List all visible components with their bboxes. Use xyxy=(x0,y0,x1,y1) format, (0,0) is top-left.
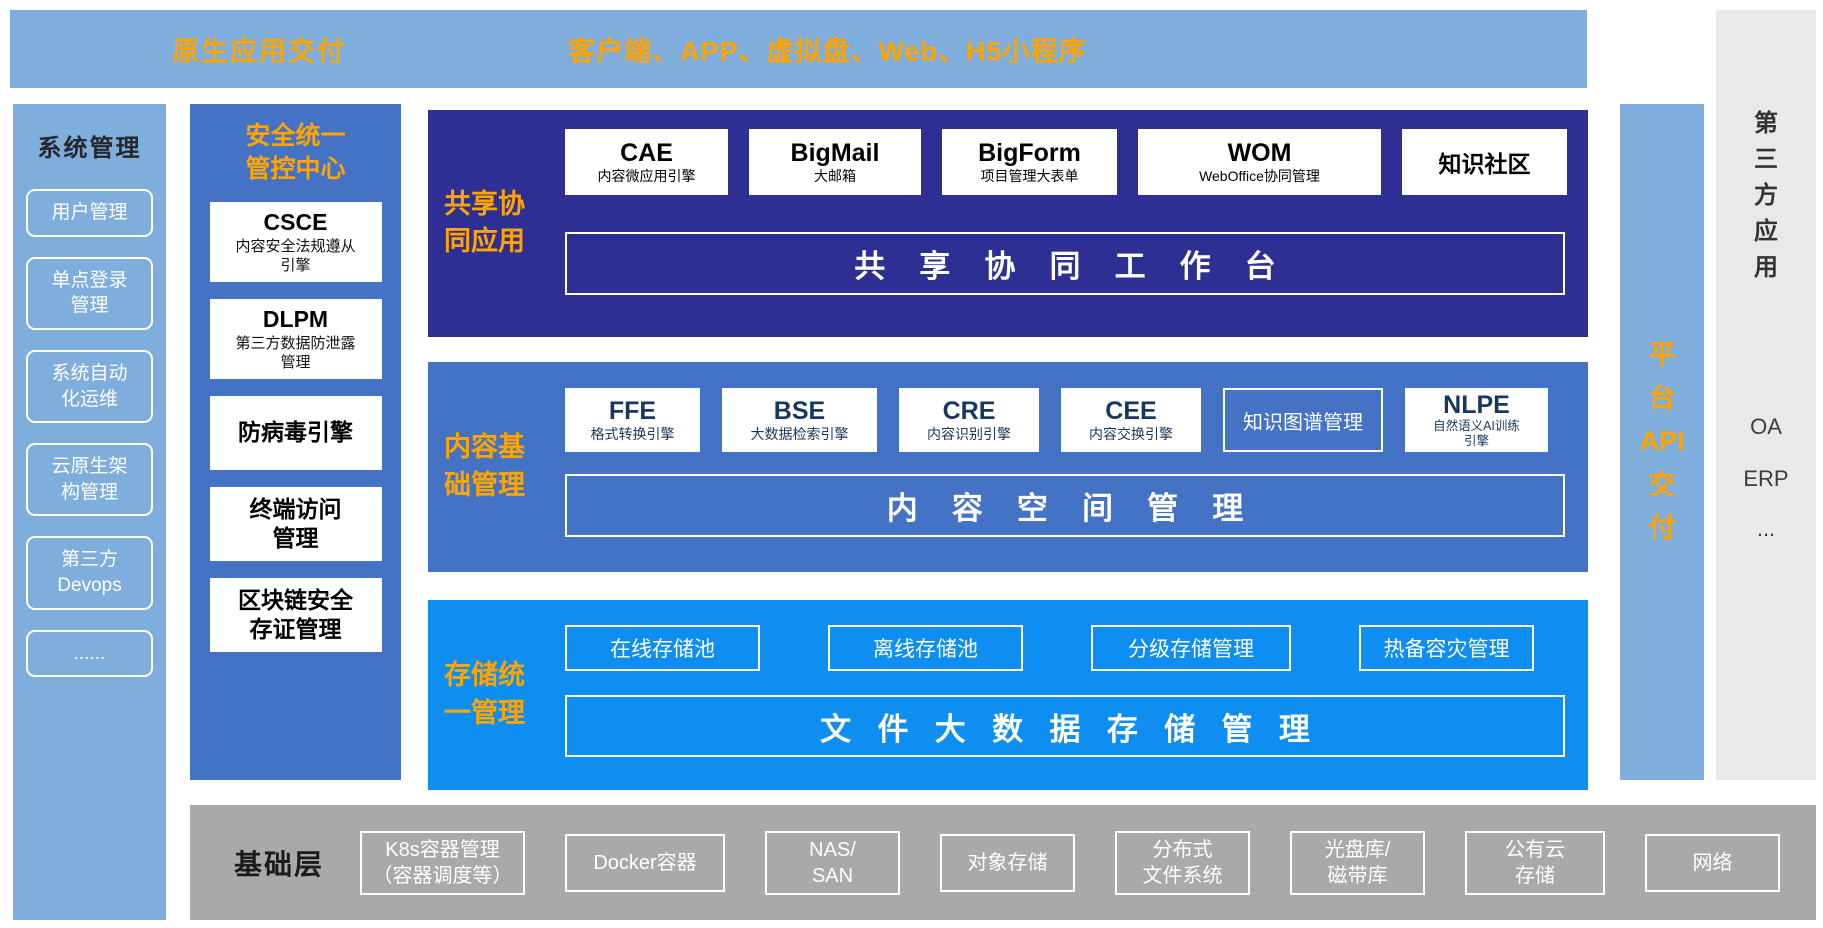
storage-section: 存储统 一管理 在线存储池 离线存储池 分级存储管理 热备容灾管理 文件大数据存… xyxy=(428,600,1588,790)
security-box-antivirus-engine: 防病毒引擎 xyxy=(209,395,382,470)
content-space-bar: 内容空间管理 xyxy=(565,474,1565,537)
app-box-ffe: FFE 格式转换引擎 xyxy=(565,388,700,452)
content-section-label: 内容基 础管理 xyxy=(444,432,525,500)
app-box-title: CEE xyxy=(1105,397,1157,426)
app-box-title: FFE xyxy=(608,397,657,426)
app-box-bigform: BigForm 项目管理大表单 xyxy=(942,129,1117,195)
sidebar-item-cloud-native-arch: 云原生架 构管理 xyxy=(26,443,153,517)
storage-box-hot-backup-dr: 热备容灾管理 xyxy=(1359,625,1534,671)
sidebar-item-user-management: 用户管理 xyxy=(26,189,153,237)
infrastructure-box-row: K8s容器管理 （容器调度等） Docker容器 NAS/ SAN 对象存储 分… xyxy=(360,830,1780,895)
app-box-knowledge-community: 知识社区 xyxy=(1402,129,1567,195)
app-box-subtitle: 项目管理大表单 xyxy=(980,167,1079,184)
sidebar-item-sso-management: 单点登录 管理 xyxy=(26,256,153,330)
security-center-title: 安全统一 管控中心 xyxy=(245,122,346,183)
infra-box-k8s: K8s容器管理 （容器调度等） xyxy=(360,830,525,895)
security-box-title: 区块链安全 存证管理 xyxy=(238,586,353,642)
app-box-bse: BSE 大数据检索引擎 xyxy=(722,388,877,452)
infra-box-public-cloud: 公有云 存储 xyxy=(1465,830,1605,895)
infra-box-object-storage: 对象存储 xyxy=(940,833,1075,892)
security-box-csce: CSCE 内容安全法规遵从 引擎 xyxy=(209,202,382,282)
platform-api-label: 平 台 API 交 付 xyxy=(1639,340,1685,543)
storage-box-offline-pool: 离线存储池 xyxy=(828,625,1023,671)
content-box-row: FFE 格式转换引擎 BSE 大数据检索引擎 CRE 内容识别引擎 CEE 内容… xyxy=(565,388,1548,452)
storage-section-label: 存储统 一管理 xyxy=(444,660,525,728)
app-box-subtitle: 大邮箱 xyxy=(814,167,856,184)
infrastructure-layer-bar: 基础层 K8s容器管理 （容器调度等） Docker容器 NAS/ SAN 对象… xyxy=(190,805,1816,920)
app-box-title: CAE xyxy=(620,139,673,168)
security-box-blockchain-evidence: 区块链安全 存证管理 xyxy=(209,577,382,652)
third-party-apps-panel: 第 三 方 应 用 OA ERP ... xyxy=(1716,10,1816,780)
app-box-subtitle: WebOffice协同管理 xyxy=(1199,167,1320,184)
storage-box-row: 在线存储池 离线存储池 分级存储管理 热备容灾管理 xyxy=(565,625,1534,671)
app-box-cee: CEE 内容交换引擎 xyxy=(1061,388,1201,452)
app-box-knowledge-graph: 知识图谱管理 xyxy=(1223,388,1383,452)
app-box-subtitle: 内容识别引擎 xyxy=(927,425,1011,442)
security-box-subtitle: 内容安全法规遵从 引擎 xyxy=(235,237,356,275)
collab-apps-section: 共享协 同应用 CAE 内容微应用引擎 BigMail 大邮箱 BigForm … xyxy=(428,110,1588,337)
infra-box-docker: Docker容器 xyxy=(565,833,725,892)
app-box-cae: CAE 内容微应用引擎 xyxy=(565,129,728,195)
third-party-item-more: ... xyxy=(1756,516,1776,541)
app-box-cre: CRE 内容识别引擎 xyxy=(899,388,1039,452)
app-box-title: BigForm xyxy=(978,139,1081,168)
security-box-subtitle: 第三方数据防泄露 管理 xyxy=(235,334,356,372)
collab-box-row: CAE 内容微应用引擎 BigMail 大邮箱 BigForm 项目管理大表单 … xyxy=(565,129,1567,195)
security-box-title: 终端访问 管理 xyxy=(249,495,342,551)
app-box-title: NLPE xyxy=(1443,390,1510,419)
file-bigdata-storage-bar: 文件大数据存储管理 xyxy=(565,695,1565,757)
infra-box-optical-tape: 光盘库/ 磁带库 xyxy=(1290,830,1425,895)
app-box-title: CRE xyxy=(942,397,996,426)
security-control-center-panel: 安全统一 管控中心 CSCE 内容安全法规遵从 引擎 DLPM 第三方数据防泄露… xyxy=(190,104,401,780)
sidebar-item-more: ...... xyxy=(26,629,153,678)
app-box-title: BigMail xyxy=(790,139,880,168)
app-box-subtitle: 内容交换引擎 xyxy=(1089,425,1173,442)
app-box-nlpe: NLPE 自然语义AI训练 引擎 xyxy=(1405,388,1548,452)
third-party-title: 第 三 方 应 用 xyxy=(1754,110,1778,281)
infra-box-network: 网络 xyxy=(1645,833,1780,892)
app-box-title: BSE xyxy=(773,397,826,426)
security-box-title: DLPM xyxy=(262,305,329,332)
native-app-delivery-label: 原生应用交付 xyxy=(172,36,346,67)
client-channels-label: 客户端、APP、虚拟盘、Web、H5小程序 xyxy=(568,36,1087,67)
app-box-wom: WOM WebOffice协同管理 xyxy=(1138,129,1381,195)
top-delivery-bar: 原生应用交付 客户端、APP、虚拟盘、Web、H5小程序 xyxy=(10,10,1587,88)
app-box-subtitle: 格式转换引擎 xyxy=(590,425,675,442)
security-box-terminal-access: 终端访问 管理 xyxy=(209,486,382,561)
system-management-title: 系统管理 xyxy=(37,135,142,162)
infra-box-nas-san: NAS/ SAN xyxy=(765,830,900,895)
third-party-item-oa: OA xyxy=(1750,414,1782,439)
app-box-subtitle: 内容微应用引擎 xyxy=(597,167,696,184)
security-box-title: 防病毒引擎 xyxy=(238,419,353,446)
infrastructure-title: 基础层 xyxy=(234,848,325,880)
storage-box-online-pool: 在线存储池 xyxy=(565,625,760,671)
sidebar-item-automated-ops: 系统自动 化运维 xyxy=(26,349,153,424)
security-box-dlpm: DLPM 第三方数据防泄露 管理 xyxy=(209,298,382,379)
system-management-items: 用户管理 单点登录 管理 系统自动 化运维 云原生架 构管理 第三方 Devop… xyxy=(13,189,166,678)
collab-workbench-bar: 共享协同工作台 xyxy=(565,232,1565,295)
system-management-panel: 系统管理 用户管理 单点登录 管理 系统自动 化运维 云原生架 构管理 第三方 … xyxy=(13,104,166,920)
app-box-subtitle: 大数据检索引擎 xyxy=(750,425,849,442)
app-box-bigmail: BigMail 大邮箱 xyxy=(749,129,921,195)
app-box-subtitle: 自然语义AI训练 引擎 xyxy=(1433,419,1520,449)
security-box-title: CSCE xyxy=(263,209,328,235)
collab-section-label: 共享协 同应用 xyxy=(444,188,525,257)
app-box-title: 知识社区 xyxy=(1438,151,1531,177)
sidebar-item-third-party-devops: 第三方 Devops xyxy=(26,536,153,610)
storage-box-tiered-storage: 分级存储管理 xyxy=(1091,625,1291,671)
app-box-title: WOM xyxy=(1227,139,1292,168)
third-party-item-erp: ERP xyxy=(1743,466,1789,491)
platform-api-panel: 平 台 API 交 付 xyxy=(1620,104,1704,780)
infra-box-distributed-fs: 分布式 文件系统 xyxy=(1115,830,1250,895)
content-base-section: 内容基 础管理 FFE 格式转换引擎 BSE 大数据检索引擎 CRE 内容识别引… xyxy=(428,362,1588,572)
